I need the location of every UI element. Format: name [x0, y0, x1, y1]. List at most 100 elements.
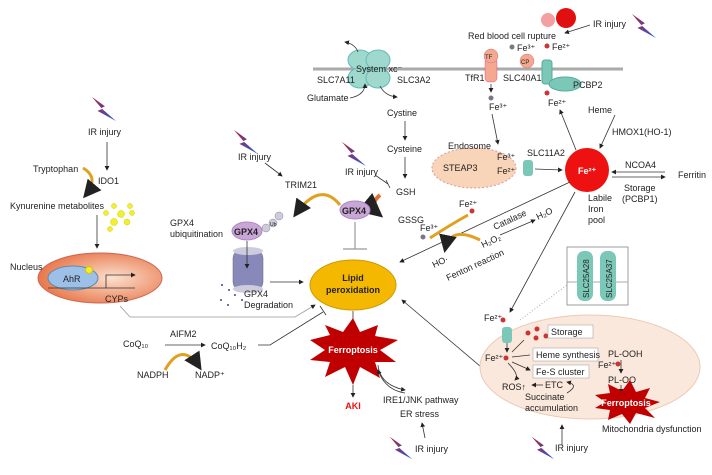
- mito-ferroptosis-label: Ferroptosis: [601, 398, 651, 408]
- red-blood-cell-icon: [556, 8, 576, 28]
- fenton-arrow: [429, 213, 469, 240]
- ferroptosis-label: Ferroptosis: [328, 345, 378, 355]
- tryptophan-label: Tryptophan: [33, 164, 78, 174]
- fe3-label: Fe³⁺: [517, 43, 536, 53]
- proteasome-icon: [232, 247, 264, 293]
- hmox1-label: HMOX1(HO-1): [612, 127, 672, 137]
- lightning-bolt-icon: [233, 129, 259, 155]
- ir-injury-label: IR injury: [345, 167, 379, 177]
- catalase-label: Catalase: [492, 208, 528, 232]
- peroxidation-label: peroxidation: [326, 285, 380, 295]
- gpx4-label: GPX4: [342, 206, 366, 216]
- gpx4-ubiq-label: ubiquitination: [170, 229, 223, 239]
- accumulation-label: accumulation: [525, 403, 578, 413]
- nadp-label: NADP⁺: [195, 370, 225, 380]
- pcbp2-label: PCBP2: [573, 80, 603, 90]
- lightning-bolt-icon: [631, 13, 657, 39]
- mito-dysfunction-label: Mitochondria dysfunction: [602, 424, 702, 434]
- slc25a28-label: SLC25A28: [582, 259, 591, 298]
- gpx4-degradation-label: Degradation: [244, 300, 293, 310]
- gssg-label: GSSG: [398, 215, 424, 225]
- pl-oo-label: PL-OO: [608, 375, 636, 385]
- lightning-bolt-icon: [389, 436, 413, 460]
- steap3-label: STEAP3: [443, 163, 478, 173]
- ahr-protein: [47, 265, 99, 291]
- ido1-label: IDO1: [98, 176, 119, 186]
- cyps-label: CYPs: [105, 294, 129, 304]
- tfr1-label: TfR1: [465, 73, 485, 83]
- ir-injury-label: IR injury: [88, 127, 122, 137]
- fenton-reaction-label: Fenton reaction: [445, 247, 506, 282]
- slc25a37-label: SLC25A37: [605, 259, 614, 298]
- fe2-label: Fe²⁺: [578, 166, 597, 176]
- system-xc-label: System xc⁻: [356, 64, 403, 74]
- coq10h2-label: CoQ₁₀H₂: [211, 341, 247, 351]
- cystine-label: Cystine: [387, 108, 417, 118]
- h2o-label: H₂O: [535, 206, 555, 222]
- fe2-label: Fe²⁺: [548, 98, 567, 108]
- fe2-label: Fe²⁺: [598, 360, 617, 370]
- etc-label: ETC: [545, 380, 564, 390]
- slc11a2-transporter: [523, 160, 533, 176]
- pool-label: pool: [588, 215, 605, 225]
- slc7a11-label: SLC7A11: [317, 75, 355, 85]
- coq10-label: CoQ₁₀: [123, 339, 149, 349]
- ncoa4-label: NCOA4: [625, 160, 656, 170]
- fe3-label: Fe³⁺: [489, 102, 508, 112]
- labile-iron-fe2-circle: [565, 148, 609, 192]
- fe2-label: Fe²⁺: [484, 313, 503, 323]
- lightning-bolt-icon: [341, 141, 367, 167]
- h2o2-label: H₂O₂: [480, 232, 503, 250]
- gpx4-label: GPX4: [234, 227, 258, 237]
- endosome-label: Endosome: [448, 141, 491, 151]
- labile-label: Labile: [588, 193, 612, 203]
- fe3-label: Fe³⁺: [497, 152, 516, 162]
- tf-label: TF: [485, 55, 493, 61]
- ub-label: Ub: [270, 222, 277, 228]
- hydroxyl-radical-label: HO·: [431, 254, 450, 270]
- ahr-label: AhR: [63, 274, 81, 284]
- ir-injury-label: IR injury: [415, 444, 449, 454]
- system-xc-transporter: [347, 49, 391, 89]
- lightning-bolt-icon: [91, 96, 117, 122]
- endosome: [431, 147, 517, 189]
- gpx4-ubiq-label: GPX4: [170, 218, 194, 228]
- cp-label: CP: [521, 60, 529, 66]
- gpx4-ubiquitinated-node: [231, 221, 263, 241]
- lightning-bolt-icon: [531, 436, 555, 460]
- mito-ferroptosis-burst: [595, 380, 660, 424]
- heme-synthesis-label: Heme synthesis: [536, 350, 601, 360]
- metabolite-dots: [103, 203, 135, 232]
- pcbp1-label: (PCBP1): [622, 194, 658, 204]
- mito-iron-transporter: [502, 327, 512, 343]
- slc40a1-label: SLC40A1: [503, 73, 542, 83]
- storage-label: Storage: [624, 183, 656, 193]
- aifm2-label: AIFM2: [170, 329, 197, 339]
- lipid-peroxidation-node: [309, 259, 397, 311]
- fe-s-cluster-label: Fe-S cluster: [536, 367, 585, 377]
- nucleus: [37, 252, 163, 304]
- fe2-label: Fe²⁺: [485, 353, 504, 363]
- pl-ooh-label: PL-OOH: [608, 349, 643, 359]
- fe3-label: Fe³⁺: [420, 223, 439, 233]
- aki-label: AKI: [345, 401, 361, 411]
- ir-injury-label: IR injury: [555, 443, 589, 453]
- nadph-label: NADPH: [137, 370, 169, 380]
- succinate-label: Succinate: [525, 392, 565, 402]
- fe2-label: Fe²⁺: [552, 42, 571, 52]
- ferroptosis-burst: [310, 318, 398, 385]
- slc3a2-label: SLC3A2: [397, 75, 431, 85]
- ir-injury-label: IR injury: [238, 152, 272, 162]
- gpx4-degradation-label: GPX4: [244, 289, 268, 299]
- ruptured-cell-icon: [541, 13, 555, 27]
- ferritin-label: Ferritin: [678, 170, 706, 180]
- mito-storage-label: Storage: [551, 327, 583, 337]
- iron-label: Iron: [588, 204, 604, 214]
- ubiquitin-chain: [261, 211, 284, 233]
- slc11a2-label: SLC11A2: [527, 148, 565, 158]
- glutamate-label: Glutamate: [307, 93, 349, 103]
- ros-label: ROS↑: [502, 382, 526, 392]
- cysteine-label: Cysteine: [387, 144, 422, 154]
- lipid-label: Lipid: [342, 273, 364, 283]
